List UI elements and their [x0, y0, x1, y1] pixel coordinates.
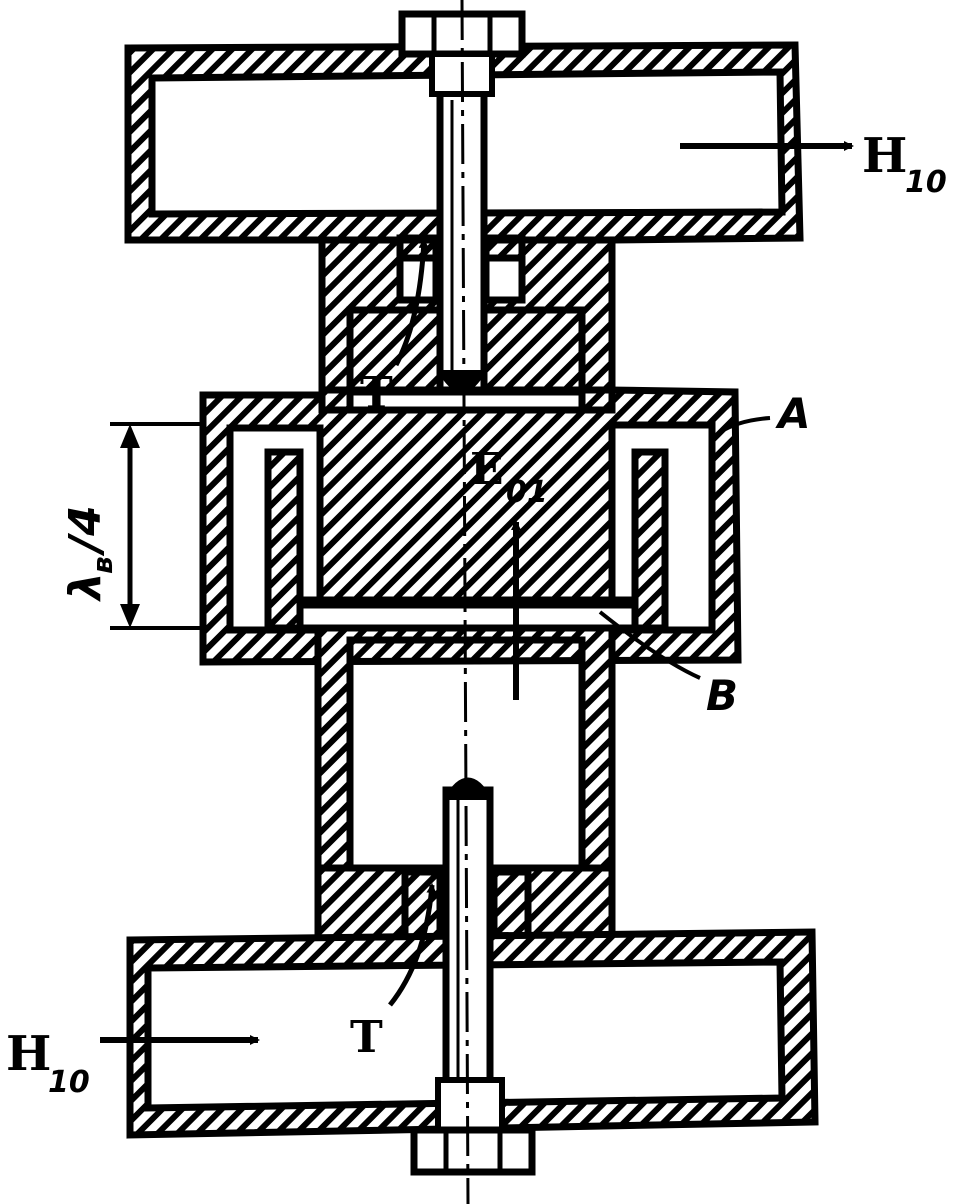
- quarter-wave-dimension: [110, 422, 205, 630]
- label-h10-input: H 10: [6, 1026, 90, 1100]
- label-a: A: [775, 389, 811, 438]
- label-e01: E 01: [470, 444, 548, 510]
- label-b: B: [706, 671, 738, 720]
- t-top-arrow: [393, 238, 429, 367]
- svg-text:/4: /4: [60, 505, 111, 557]
- rotation-axis: [460, 0, 470, 1204]
- label-t-bottom: T: [350, 1012, 383, 1063]
- svg-text:λ: λ: [60, 572, 111, 602]
- svg-text:E: E: [470, 444, 504, 495]
- label-h10-output: H 10: [862, 128, 947, 200]
- svg-text:10: 10: [48, 1065, 90, 1100]
- svg-text:H: H: [6, 1026, 51, 1082]
- label-lambda-quarter: λ в /4: [60, 505, 119, 602]
- b-leader-line: [598, 610, 701, 680]
- bottom-nut: [410, 1077, 536, 1176]
- svg-text:10: 10: [905, 165, 947, 200]
- svg-text:01: 01: [506, 475, 548, 510]
- svg-text:в: в: [86, 556, 119, 574]
- svg-text:H: H: [862, 128, 907, 184]
- t-bottom-arrow: [388, 883, 437, 1007]
- label-t-top: T: [360, 368, 393, 419]
- a-leader-line: [718, 416, 771, 434]
- bottom-waveguide: [126, 928, 819, 1139]
- choke-slot: [296, 601, 639, 632]
- choke-housing-a: [199, 386, 742, 666]
